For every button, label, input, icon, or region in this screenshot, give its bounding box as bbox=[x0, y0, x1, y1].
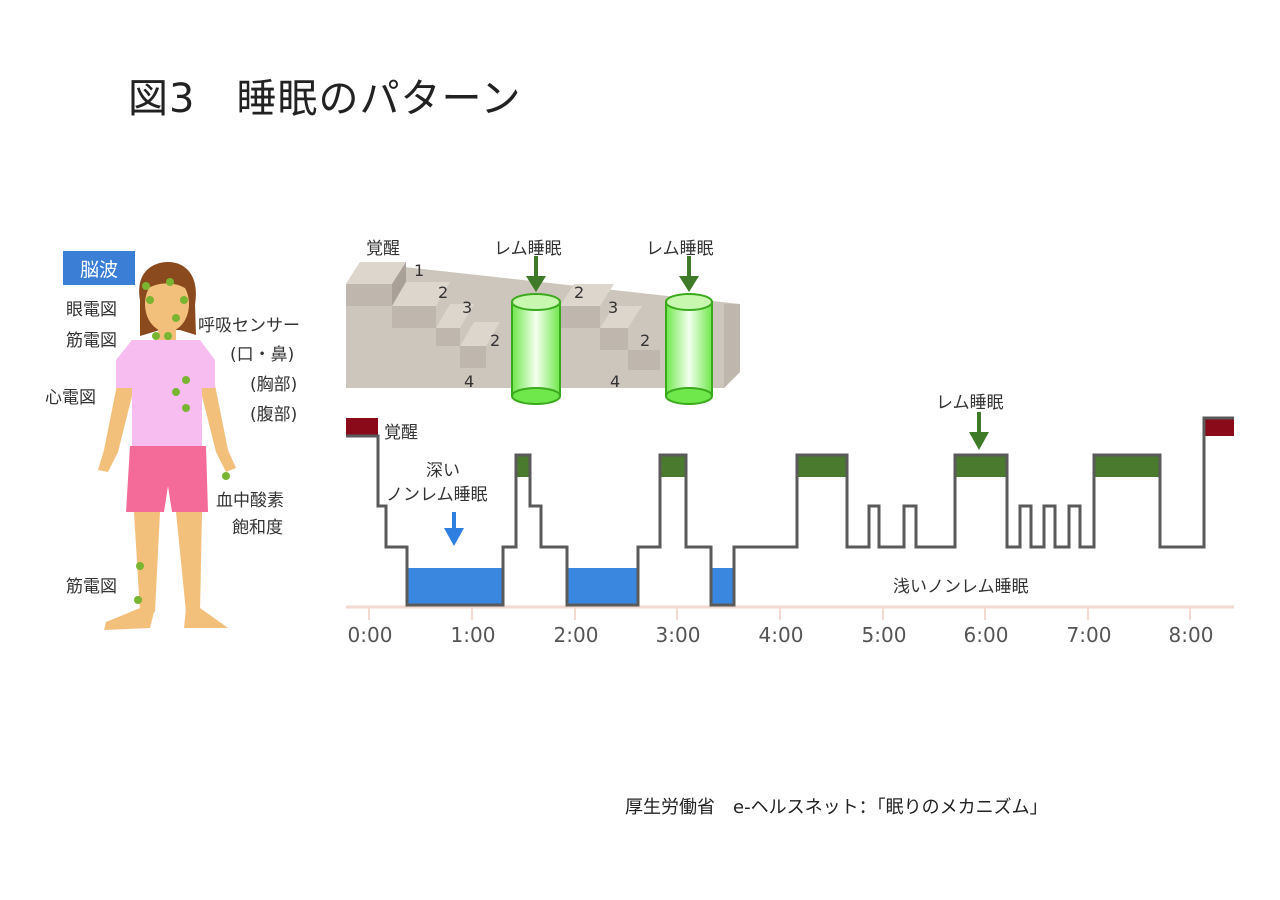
rem-block bbox=[955, 455, 1007, 477]
shirt bbox=[116, 340, 215, 448]
rem-arrow bbox=[969, 412, 989, 450]
rem-arrows-top bbox=[526, 256, 699, 292]
step-num: 2 bbox=[574, 283, 584, 302]
wake-blocks bbox=[346, 418, 1234, 436]
x-tick-label: 0:00 bbox=[348, 623, 393, 647]
x-tick-label: 1:00 bbox=[451, 623, 496, 647]
stair-step-numbers: 1 2 3 4 2 2 3 4 2 bbox=[414, 261, 650, 391]
sleep-stage-line bbox=[346, 416, 1234, 607]
respiration-mouth-label: (口・鼻) bbox=[230, 345, 295, 365]
wake-block bbox=[346, 418, 378, 436]
step-num: 1 bbox=[414, 261, 424, 280]
respiration-label: 呼吸センサー bbox=[198, 316, 300, 336]
stair-wake-label: 覚醒 bbox=[366, 239, 400, 259]
ecg-label: 心電図 bbox=[45, 388, 96, 408]
step-num: 2 bbox=[490, 331, 500, 350]
step-num: 4 bbox=[464, 372, 474, 391]
emg-leg-label: 筋電図 bbox=[66, 577, 117, 597]
x-tick-labels: 0:00 1:00 2:00 3:00 4:00 5:00 6:00 7:00 … bbox=[348, 623, 1214, 647]
rem-cylinder-2 bbox=[665, 293, 713, 405]
hypno-wake-label: 覚醒 bbox=[384, 423, 418, 443]
stair-rem-label-2: レム睡眠 bbox=[646, 239, 714, 259]
step-num: 3 bbox=[608, 298, 618, 317]
spo2-label-2: 飽和度 bbox=[232, 518, 283, 538]
x-tick-label: 5:00 bbox=[862, 623, 907, 647]
hypno-rem-label: レム睡眠 bbox=[936, 393, 1004, 413]
sensor-dots bbox=[134, 278, 230, 604]
stair-top bbox=[346, 284, 392, 306]
x-tick-label: 8:00 bbox=[1169, 623, 1214, 647]
step-num: 3 bbox=[462, 298, 472, 317]
respiration-abdomen-label: (腹部) bbox=[250, 405, 298, 425]
rem-block bbox=[516, 455, 530, 477]
rem-blocks bbox=[516, 455, 1160, 477]
deep-block bbox=[407, 568, 503, 605]
x-tick-label: 2:00 bbox=[554, 623, 599, 647]
x-axis-ticks bbox=[368, 607, 1191, 620]
left-leg bbox=[134, 512, 160, 612]
deep-block bbox=[567, 568, 638, 605]
x-tick-label: 4:00 bbox=[759, 623, 804, 647]
brainwave-badge: 脳波 bbox=[63, 251, 135, 285]
left-foot bbox=[104, 608, 155, 630]
hypno-light-label: 浅いノンレム睡眠 bbox=[893, 577, 1029, 597]
rem-cylinder-1 bbox=[511, 293, 561, 405]
step-num: 2 bbox=[640, 331, 650, 350]
step-num: 2 bbox=[438, 283, 448, 302]
right-leg bbox=[176, 512, 202, 612]
deep-arrow bbox=[444, 512, 464, 546]
hypno-deep-label-2: ノンレム睡眠 bbox=[386, 485, 488, 505]
source-citation: 厚生労働省 e-ヘルスネット：「眠りのメカニズム」 bbox=[625, 797, 1048, 818]
hypno-deep-label-1: 深い bbox=[426, 461, 460, 481]
rem-block bbox=[660, 455, 686, 477]
x-tick-label: 3:00 bbox=[656, 623, 701, 647]
page-title: 図3 睡眠のパターン bbox=[128, 76, 522, 122]
eog-label: 眼電図 bbox=[66, 300, 117, 320]
respiration-chest-label: (胸部) bbox=[250, 375, 298, 395]
shorts bbox=[126, 446, 208, 512]
deep-block bbox=[711, 568, 734, 605]
rem-block bbox=[1094, 455, 1160, 477]
stair-rem-label-1: レム睡眠 bbox=[494, 239, 562, 259]
step-num: 4 bbox=[610, 372, 620, 391]
spo2-label-1: 血中酸素 bbox=[216, 491, 284, 511]
rem-block bbox=[797, 455, 847, 477]
x-tick-label: 7:00 bbox=[1067, 623, 1112, 647]
deep-sleep-blocks bbox=[407, 568, 734, 605]
emg-face-label: 筋電図 bbox=[66, 331, 117, 351]
right-foot bbox=[184, 608, 228, 628]
x-tick-label: 6:00 bbox=[964, 623, 1009, 647]
wake-block bbox=[1204, 418, 1234, 436]
